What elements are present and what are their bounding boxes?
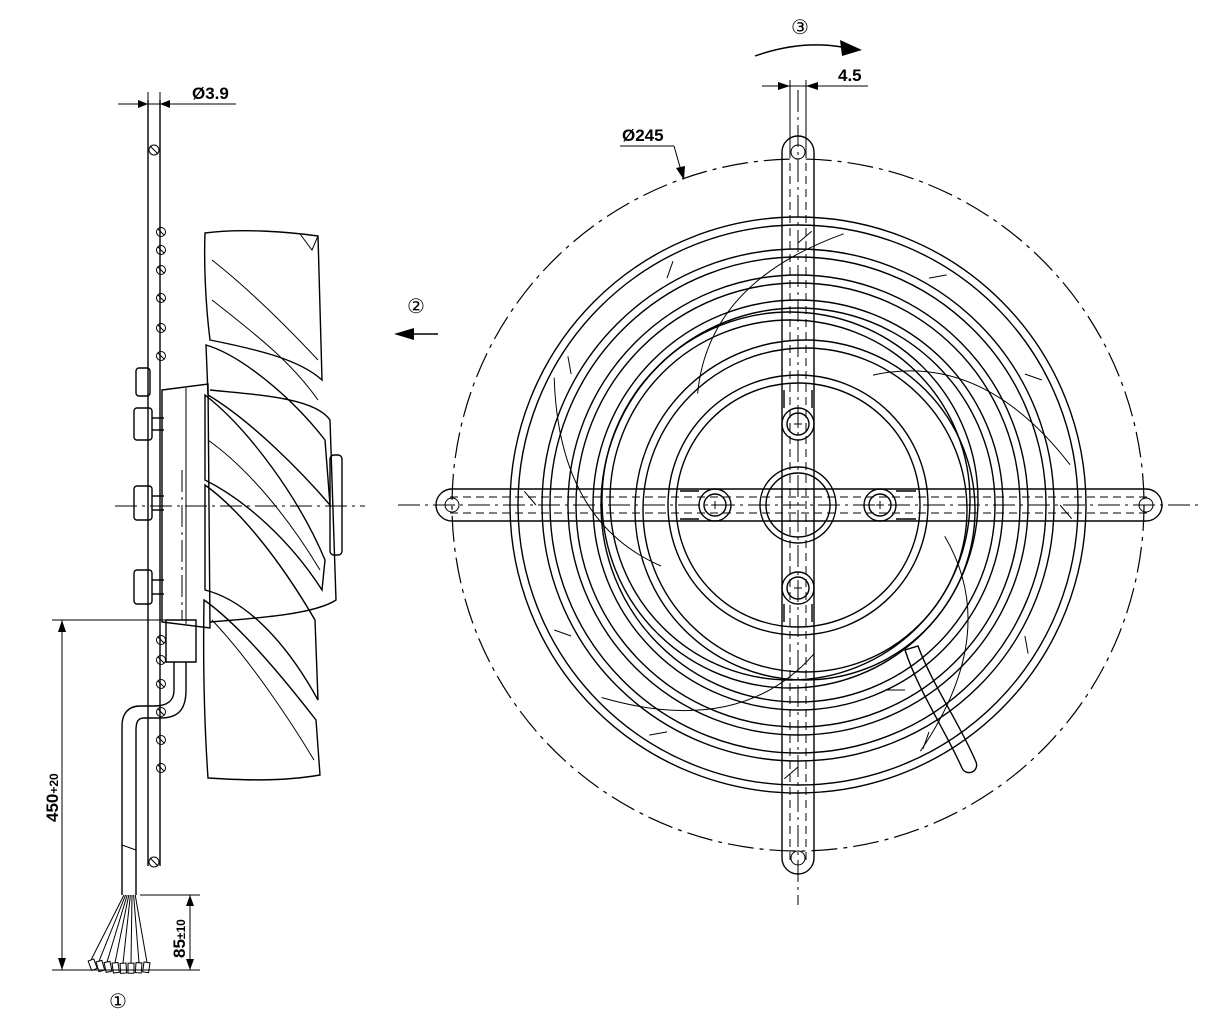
callout-rotation: ③	[791, 15, 809, 39]
front-cable	[886, 645, 978, 774]
dim-wire-diameter: Ø3.9	[118, 84, 236, 112]
motor-hub	[667, 374, 929, 636]
dim-strut-width: 4.5	[762, 66, 868, 150]
strip-length-label: 85	[170, 939, 189, 958]
wire-leads	[87, 894, 151, 974]
dim-strip-length: 85±10	[140, 894, 200, 970]
svg-text:85±10: 85±10	[170, 919, 189, 958]
rotation-indicator: ③	[754, 15, 862, 57]
dim-guard-diameter: Ø245	[620, 126, 685, 180]
callout-cable-end: ①	[109, 989, 127, 1013]
strip-length-tolerance: ±10	[174, 919, 188, 939]
power-cable	[121, 662, 187, 895]
wire-diameter-label: Ø3.9	[192, 84, 229, 103]
airflow-indicator: ②	[394, 294, 438, 340]
svg-text:450+20: 450+20	[43, 773, 62, 822]
dim-cable-length: 450+20	[43, 619, 200, 971]
fan-blades-side	[202, 229, 331, 781]
cable-length-tolerance: +20	[47, 773, 61, 794]
strut-width-label: 4.5	[838, 66, 862, 85]
side-view: Ø3.9 450+20 85±10 ①	[43, 84, 365, 1013]
guard-diameter-label: Ø245	[622, 126, 664, 145]
guard-ring-sections	[156, 227, 166, 773]
cable-length-label: 450	[43, 794, 62, 822]
hub-mounting-screws	[680, 390, 916, 622]
front-view: ③ 4.5 Ø245	[398, 15, 1200, 905]
callout-airflow: ②	[407, 294, 425, 318]
guard-wire-rod	[147, 100, 161, 868]
guard-strut-horizontal	[435, 488, 1163, 522]
